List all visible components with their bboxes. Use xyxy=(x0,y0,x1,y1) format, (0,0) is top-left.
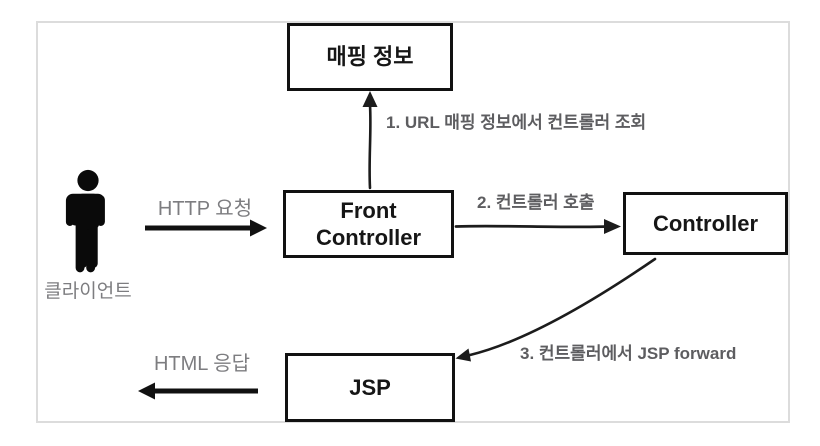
mapping-info-box: 매핑 정보 xyxy=(287,23,453,91)
front-controller-label-line1: Front xyxy=(340,197,397,223)
front-controller-label-line2: Controller xyxy=(315,225,422,250)
jsp-label: JSP xyxy=(349,374,391,400)
step2-label: 2. 컨트롤러 호출 xyxy=(477,193,595,212)
diagram-frame xyxy=(36,21,790,423)
http-request-label: HTTP 요청 xyxy=(157,198,253,220)
person-icon xyxy=(65,169,105,273)
step3-label: 3. 컨트롤러에서 JSP forward xyxy=(520,344,737,363)
mapping-info-label: 매핑 정보 xyxy=(326,44,414,70)
step1-label: 1. URL 매핑 정보에서 컨트롤러 조회 xyxy=(386,113,647,132)
controller-box: Controller xyxy=(623,192,788,255)
front-controller-box: Front Controller xyxy=(283,190,454,258)
html-response-label: HTML 응답 xyxy=(153,353,251,375)
client-label: 클라이언트 xyxy=(44,281,132,302)
controller-label: Controller xyxy=(652,210,759,236)
jsp-box: JSP xyxy=(285,353,455,422)
